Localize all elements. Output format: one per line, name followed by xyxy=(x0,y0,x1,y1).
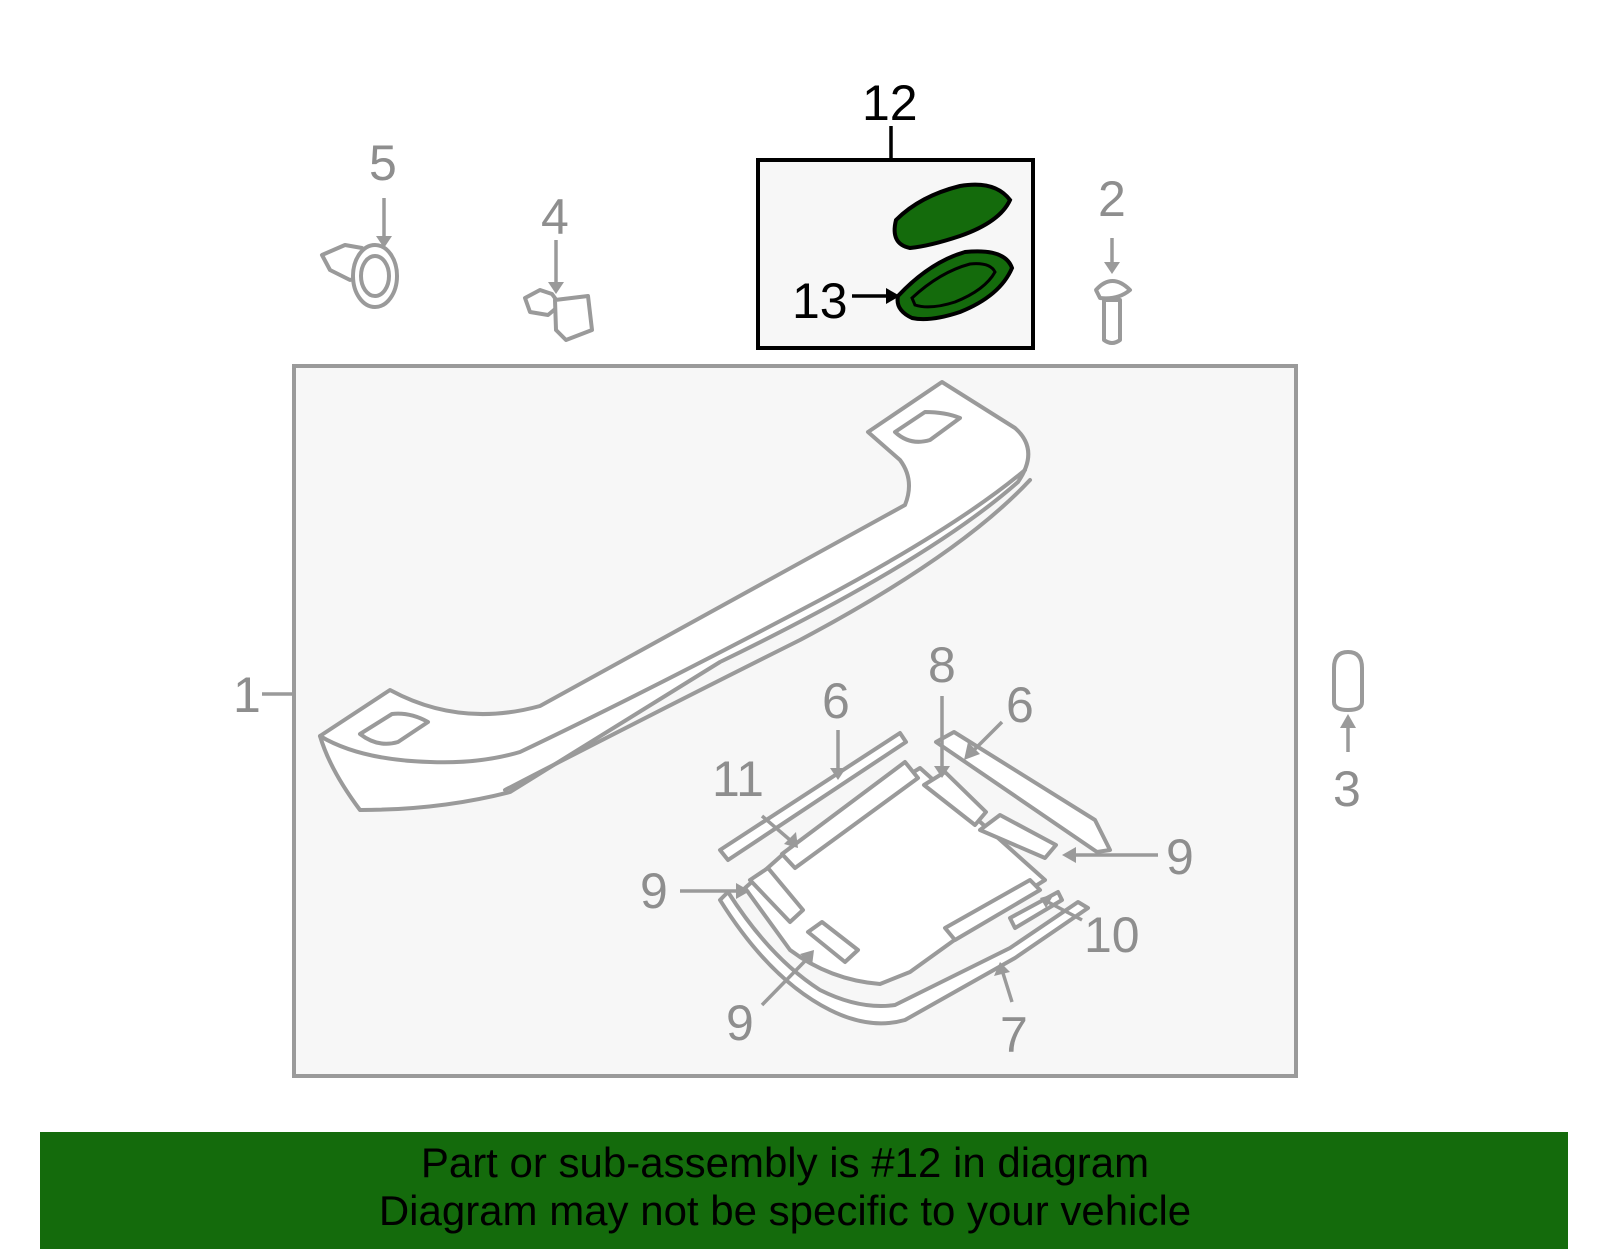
info-banner: Part or sub-assembly is #12 in diagram D… xyxy=(40,1132,1568,1249)
callout-4: 4 xyxy=(541,189,569,245)
callout-9b: 9 xyxy=(1166,829,1194,885)
banner-line-2: Diagram may not be specific to your vehi… xyxy=(378,1187,1192,1234)
callout-6a: 6 xyxy=(822,673,850,729)
callout-7: 7 xyxy=(1000,1007,1028,1063)
lens-upper xyxy=(892,182,1013,251)
lens-lower-inner xyxy=(910,262,997,309)
callout-9c: 9 xyxy=(726,995,754,1051)
callout-12: 12 xyxy=(862,75,918,131)
banner-line-1: Part or sub-assembly is #12 in diagram xyxy=(420,1139,1150,1186)
callout-10: 10 xyxy=(1084,907,1140,963)
leader-lines xyxy=(262,126,1356,1007)
part-2-screw xyxy=(1094,279,1132,345)
callout-11: 11 xyxy=(712,751,764,807)
callout-3: 3 xyxy=(1333,761,1361,817)
part-12-box xyxy=(756,158,1035,350)
callout-6b: 6 xyxy=(1006,677,1034,733)
callout-1: 1 xyxy=(233,667,261,723)
callout-13: 13 xyxy=(792,273,848,329)
part-3-bulb xyxy=(1332,650,1364,712)
part-4-clip xyxy=(523,288,594,342)
callout-9a: 9 xyxy=(640,863,668,919)
spoiler-part xyxy=(318,380,1032,812)
lamp-assembly xyxy=(718,730,1112,1026)
callout-2: 2 xyxy=(1098,171,1126,227)
part-5-grommet xyxy=(320,243,399,309)
callout-5: 5 xyxy=(369,135,397,191)
callout-8: 8 xyxy=(928,637,956,693)
lens-lower xyxy=(895,249,1015,322)
